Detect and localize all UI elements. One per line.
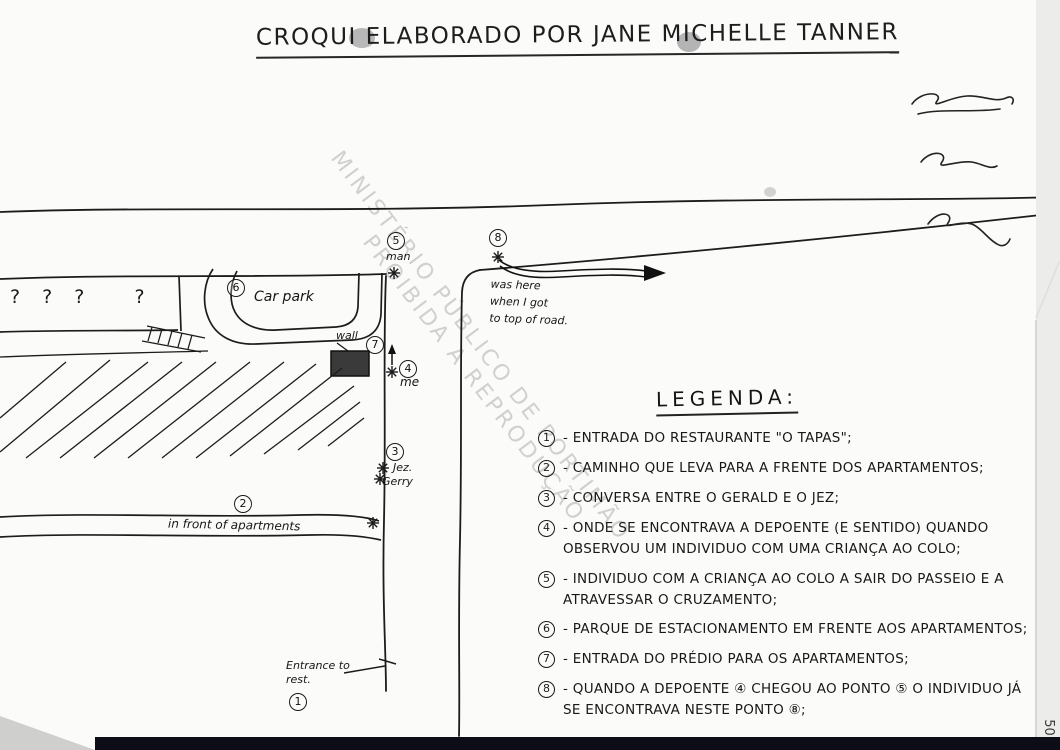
path-in-front-of-apartments xyxy=(0,513,382,541)
map-marker-7: 7 xyxy=(366,336,384,354)
entrance-mark xyxy=(343,658,397,674)
ramp-hatch xyxy=(141,325,206,353)
apartments-hatched-area xyxy=(0,350,365,459)
legend-num-4: 4 xyxy=(538,519,555,537)
legend-num-8: 8 xyxy=(538,681,555,699)
map-marker-5: 5 xyxy=(387,232,405,250)
legend-text-1: - ENTRADA DO RESTAURANTE "O TAPAS"; xyxy=(563,430,853,446)
entrance-note-line2: rest. xyxy=(286,673,311,686)
legend-item-3: 3 - CONVERSA ENTRE O GERALD E O JEZ; xyxy=(538,488,1053,509)
gerry-label: Gerry xyxy=(382,475,413,488)
entrance-note: Entrance to rest. xyxy=(286,659,350,687)
legend-text-4: - ONDE SE ENCONTRAVA A DEPOENTE (E SENTI… xyxy=(563,519,989,557)
legend-heading: LEGENDA: xyxy=(655,384,799,417)
legend-num-7: 7 xyxy=(538,651,555,669)
legend-num-3: 3 xyxy=(538,489,555,507)
legend-item-1: 1 - ENTRADA DO RESTAURANTE "O TAPAS"; xyxy=(538,428,1053,449)
page-number: 50 xyxy=(1040,719,1056,736)
suspect-path-arrow xyxy=(498,259,666,281)
car-park-label: Car park xyxy=(254,289,314,305)
legend: LEGENDA: 1 - ENTRADA DO RESTAURANTE "O T… xyxy=(538,384,1053,730)
legend-num-5: 5 xyxy=(538,570,555,588)
question-marks-label: ? ? ? ? xyxy=(10,286,153,308)
map-marker-2: 2 xyxy=(234,495,252,513)
legend-text-7: - ENTRADA DO PRÉDIO PARA OS APARTAMENTOS… xyxy=(563,651,909,668)
map-marker-3: 3 xyxy=(386,443,404,461)
legend-item-2: 2 - CAMINHO QUE LEVA PARA A FRENTE DOS A… xyxy=(538,458,1053,479)
legend-text-2: - CAMINHO QUE LEVA PARA A FRENTE DOS APA… xyxy=(563,459,984,476)
wall-label: wall xyxy=(336,329,358,342)
left-building-outline xyxy=(0,275,182,333)
jez-label: Jez. xyxy=(393,461,413,474)
entrance-note-line1: Entrance to xyxy=(286,659,350,672)
legend-num-2: 2 xyxy=(538,459,555,477)
legend-item-4: 4 - ONDE SE ENCONTRAVA A DEPOENTE (E SEN… xyxy=(538,518,1053,560)
legend-items: 1 - ENTRADA DO RESTAURANTE "O TAPAS"; 2 … xyxy=(538,428,1053,721)
legend-item-5: 5 - INDIVIDUO COM A CRIANÇA AO COLO A SA… xyxy=(538,569,1053,611)
legend-text-6: - PARQUE DE ESTACIONAMENTO EM FRENTE AOS… xyxy=(563,621,1028,638)
legend-item-7: 7 - ENTRADA DO PRÉDIO PARA OS APARTAMENT… xyxy=(538,649,1053,670)
me-label: me xyxy=(400,375,420,389)
map-marker-8: 8 xyxy=(489,229,507,247)
in-front-of-apartments-label: in front of apartments xyxy=(167,516,301,534)
document-title: CROQUI ELABORADO POR JANE MICHELLE TANNE… xyxy=(255,19,900,59)
map-marker-4: 4 xyxy=(399,360,417,378)
man-label: man xyxy=(386,250,411,263)
legend-num-1: 1 xyxy=(538,430,555,447)
wall-block xyxy=(330,342,370,377)
signatures xyxy=(911,93,1014,247)
legend-text-3: - CONVERSA ENTRE O GERALD E O JEZ; xyxy=(563,489,840,506)
map-marker-1: 1 xyxy=(289,693,307,711)
legend-num-6: 6 xyxy=(538,621,555,639)
legend-item-8: 8 - QUANDO A DEPOENTE ④ CHEGOU AO PONTO … xyxy=(538,679,1053,721)
witness-direction-arrow xyxy=(388,344,396,365)
legend-item-6: 6 - PARQUE DE ESTACIONAMENTO EM FRENTE A… xyxy=(538,619,1053,640)
scan-artifacts xyxy=(349,28,776,197)
was-here-note: was here when I got to top of road. xyxy=(489,276,569,330)
map-marker-6: 6 xyxy=(227,279,245,297)
was-here-note-line3: to top of road. xyxy=(489,311,569,328)
legend-text-8: - QUANDO A DEPOENTE ④ CHEGOU AO PONTO ⑤ … xyxy=(563,681,1022,719)
legend-text-5: - INDIVIDUO COM A CRIANÇA AO COLO A SAIR… xyxy=(563,570,1004,608)
